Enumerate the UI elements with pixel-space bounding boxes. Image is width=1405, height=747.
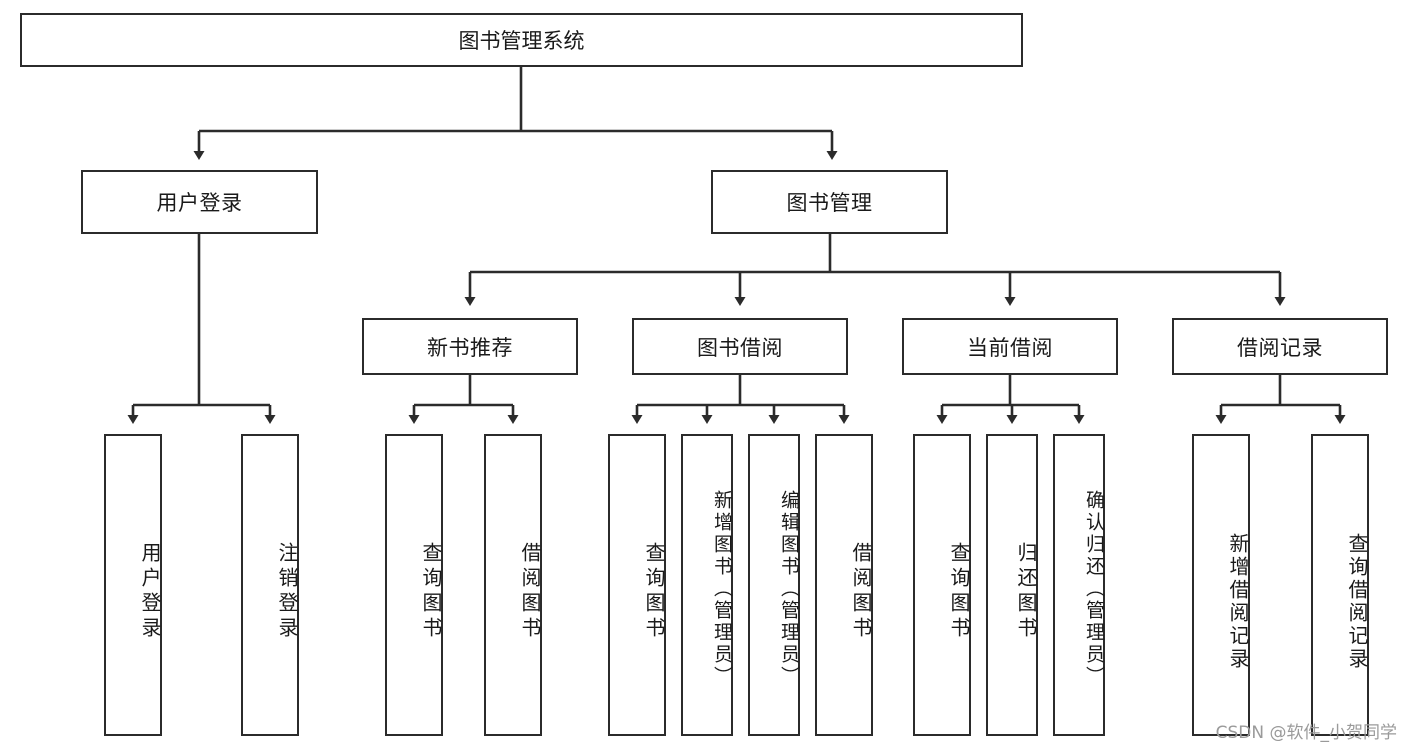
node-leaf-query-book-2[interactable]: 查询图书 (608, 434, 666, 736)
node-leaf-borrow-book-2-label: 借阅图书 (849, 542, 873, 642)
node-book-borrow[interactable]: 图书借阅 (632, 318, 848, 375)
node-leaf-return-book[interactable]: 归还图书 (986, 434, 1038, 736)
node-leaf-query-book-3[interactable]: 查询图书 (913, 434, 971, 736)
node-book-mgmt-label: 图书管理 (786, 191, 873, 215)
node-leaf-query-book-3-label: 查询图书 (947, 542, 971, 642)
node-leaf-query-book-2-label: 查询图书 (642, 542, 666, 642)
node-borrow-record[interactable]: 借阅记录 (1172, 318, 1388, 375)
node-user-login[interactable]: 用户登录 (81, 170, 318, 234)
node-leaf-user-login[interactable]: 用户登录 (104, 434, 162, 736)
node-leaf-add-record-label: 新增借阅记录 (1226, 533, 1250, 671)
node-leaf-query-book-1[interactable]: 查询图书 (385, 434, 443, 736)
node-leaf-user-logout[interactable]: 注销登录 (241, 434, 299, 736)
node-leaf-user-login-label: 用户登录 (138, 542, 162, 642)
node-new-book-rec-label: 新书推荐 (427, 335, 513, 360)
csdn-watermark: CSDN @软件_小贺同学 (1215, 723, 1397, 743)
node-leaf-add-record[interactable]: 新增借阅记录 (1192, 434, 1250, 736)
node-leaf-query-book-1-label: 查询图书 (419, 542, 443, 642)
node-leaf-user-logout-label: 注销登录 (275, 542, 299, 642)
node-leaf-borrow-book-2[interactable]: 借阅图书 (815, 434, 873, 736)
node-root[interactable]: 图书管理系统 (20, 13, 1023, 67)
node-user-login-label: 用户登录 (156, 191, 243, 215)
node-leaf-query-record-label: 查询借阅记录 (1345, 533, 1369, 671)
node-current-borrow-label: 当前借阅 (967, 335, 1053, 360)
node-leaf-borrow-book-1-label: 借阅图书 (518, 542, 542, 642)
node-root-label: 图书管理系统 (458, 29, 585, 53)
node-leaf-return-book-label: 归还图书 (1014, 542, 1038, 642)
node-leaf-borrow-book-1[interactable]: 借阅图书 (484, 434, 542, 736)
node-leaf-confirm-return-label: 确认归还（管理员） (1083, 490, 1105, 688)
node-leaf-add-book[interactable]: 新增图书（管理员） (681, 434, 733, 736)
node-leaf-query-record[interactable]: 查询借阅记录 (1311, 434, 1369, 736)
node-leaf-confirm-return[interactable]: 确认归还（管理员） (1053, 434, 1105, 736)
node-new-book-rec[interactable]: 新书推荐 (362, 318, 578, 375)
node-current-borrow[interactable]: 当前借阅 (902, 318, 1118, 375)
node-leaf-edit-book-label: 编辑图书（管理员） (778, 490, 800, 688)
node-leaf-edit-book[interactable]: 编辑图书（管理员） (748, 434, 800, 736)
node-book-borrow-label: 图书借阅 (697, 335, 783, 360)
node-borrow-record-label: 借阅记录 (1237, 335, 1323, 360)
node-book-mgmt[interactable]: 图书管理 (711, 170, 948, 234)
node-leaf-add-book-label: 新增图书（管理员） (711, 490, 733, 688)
